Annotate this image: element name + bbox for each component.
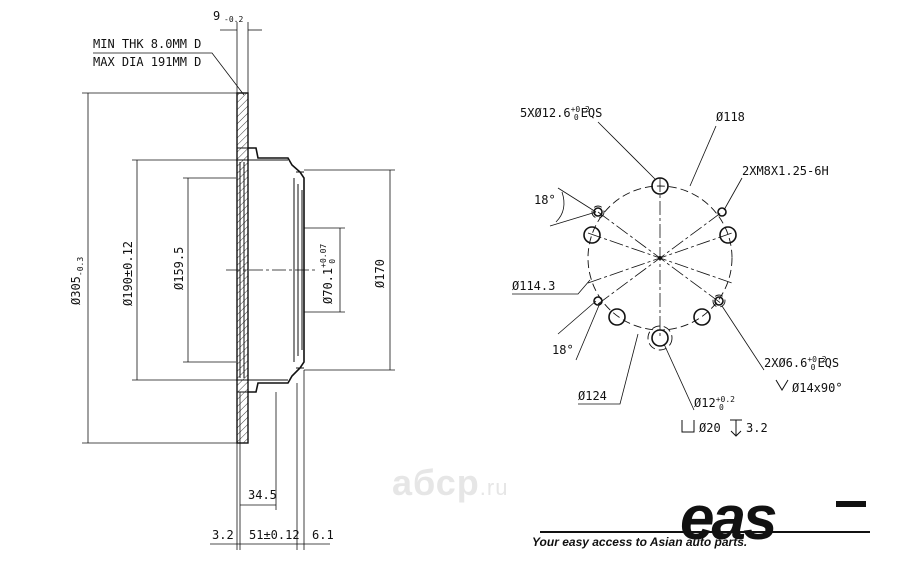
tagline: Your easy access to Asian auto parts.	[532, 535, 748, 549]
note-min-thk: MIN THK 8.0MM D	[93, 37, 201, 51]
angle-top-label: 18°	[534, 193, 556, 207]
bolt-holes	[583, 177, 737, 351]
angle-bottom-label: 18°	[552, 343, 574, 357]
csk-label: Ø14x90°	[792, 381, 843, 395]
cbore-label: Ø20	[699, 421, 721, 435]
dia-70-label: Ø70.1+0.070	[319, 244, 337, 304]
leader-thread	[723, 177, 743, 211]
angle-top-arc	[555, 191, 565, 223]
cbore-symbol	[681, 420, 695, 433]
leader-12	[663, 343, 695, 411]
leader-2x	[721, 305, 765, 371]
side-view: 9 -0.2 MIN THK 8.0MM D MAX DIA 191MM D Ø…	[69, 9, 395, 550]
angle-bottom-lines	[557, 300, 601, 361]
threaded-holes	[591, 205, 727, 308]
dia-118-label: Ø118	[716, 110, 745, 124]
hat-inner-wall	[236, 159, 288, 381]
note-max-dia: MAX DIA 191MM D	[93, 55, 201, 69]
len-32-label: 3.2	[212, 528, 234, 542]
hub-face-edges	[296, 171, 304, 369]
center-mark	[658, 256, 662, 260]
depth-label: 3.2	[746, 421, 768, 435]
dia-124-label: Ø124	[578, 389, 607, 403]
leader-114	[512, 279, 591, 295]
hat-flange	[237, 147, 248, 393]
disc-ring-section	[236, 92, 249, 444]
len-61-label: 6.1	[312, 528, 334, 542]
len-345-label: 34.5	[248, 488, 277, 502]
len-51-label: 51±0.12	[249, 528, 300, 542]
dia-190-label: Ø190±0.12	[121, 241, 135, 306]
leader-5x	[597, 121, 657, 181]
leader-118	[689, 125, 717, 187]
thread-label: 2XM8X1.25-6H	[742, 164, 829, 178]
dia-170-label: Ø170	[373, 259, 387, 288]
depth-symbol	[730, 419, 742, 437]
watermark: aбсp.ru	[392, 462, 509, 503]
dia-114-label: Ø114.3	[512, 279, 555, 293]
thk-tol-main: 9	[213, 9, 220, 23]
leader-124	[578, 333, 639, 405]
csk-symbol	[775, 379, 789, 391]
angle-top-lines	[549, 187, 597, 227]
note-leader	[93, 52, 245, 96]
thk-tol-sub: -0.2	[224, 15, 243, 24]
dia-305-label: Ø305-0.3	[69, 257, 85, 305]
eas-logo: eas	[680, 484, 777, 553]
dia-159-label: Ø159.5	[172, 247, 186, 290]
